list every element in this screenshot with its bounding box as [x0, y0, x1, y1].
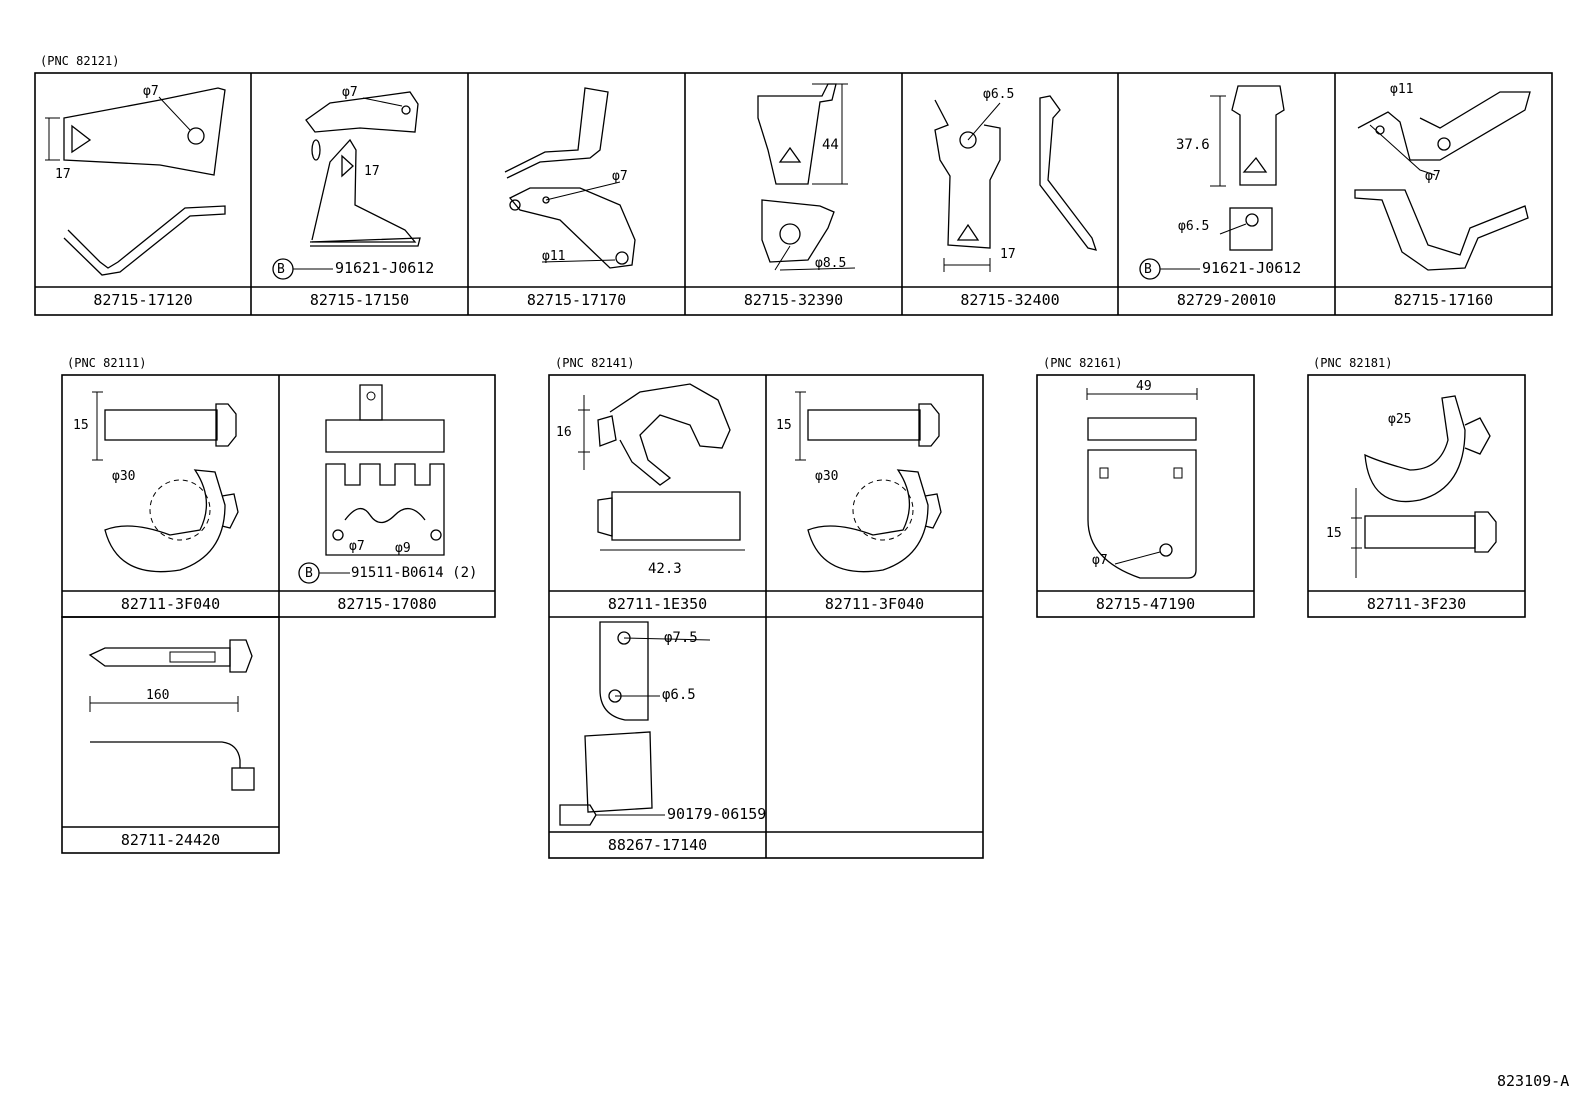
dimension-label: 16	[556, 425, 572, 440]
dimension-label: 15	[73, 418, 89, 433]
pnc-label-82121: (PNC 82121)	[40, 54, 120, 68]
drawing-82715-17080	[298, 384, 445, 584]
drawing-82729-20010	[1139, 85, 1285, 280]
pnc-label-82111: (PNC 82111)	[67, 356, 147, 370]
part-number: 82711-3F040	[120, 595, 221, 613]
part-number: 82711-24420	[120, 831, 221, 849]
drawing-82715-17150	[272, 91, 421, 280]
part-number: 82715-17120	[93, 291, 193, 309]
callout-part-number: 91511-B0614 (2)	[351, 565, 478, 581]
pnc-label-82161: (PNC 82161)	[1043, 356, 1123, 370]
part-number: 82715-47190	[1095, 595, 1196, 613]
drawing-82711-24420	[88, 639, 255, 791]
dimension-label: 15	[776, 418, 792, 433]
dimension-label: 160	[146, 688, 170, 703]
dimension-label: φ6.5	[662, 687, 696, 703]
pnc-label-82181: (PNC 82181)	[1313, 356, 1393, 370]
dimension-label: φ11	[542, 249, 566, 264]
drawing-88267-17140	[559, 621, 711, 826]
part-number: 82729-20010	[1176, 291, 1277, 309]
drawing-82711-3F040-b	[795, 391, 942, 573]
dimension-label: φ11	[1390, 82, 1414, 97]
pnc-label-82141: (PNC 82141)	[555, 356, 635, 370]
dimension-label: φ7	[143, 84, 159, 99]
callout-letter: B	[277, 262, 285, 277]
dimension-label: 37.6	[1176, 137, 1210, 153]
dimension-label: φ7	[342, 85, 358, 100]
dimension-label: φ7	[349, 539, 365, 554]
callout-part-number: 91621-J0612	[335, 259, 435, 277]
part-number: 82715-17150	[309, 291, 410, 309]
drawing-82715-17170	[504, 87, 636, 269]
dimension-label: φ6.5	[1178, 219, 1210, 234]
dimension-label: φ7	[1425, 169, 1441, 184]
part-number: 82715-17160	[1393, 291, 1494, 309]
dimension-label: 17	[55, 167, 71, 182]
part-number: 82711-1E350	[607, 595, 708, 613]
grid-82121	[34, 72, 1553, 316]
dimension-label: φ7.5	[664, 630, 698, 646]
dimension-label: φ25	[1388, 412, 1412, 427]
sheet-id: 823109-A	[1497, 1072, 1570, 1090]
callout-letter: B	[305, 566, 313, 581]
part-number: 82715-17080	[337, 595, 437, 613]
dimension-label: 17	[364, 164, 380, 179]
drawing-82715-47190	[1086, 388, 1198, 579]
grid-82181	[1307, 374, 1526, 618]
dimension-label: φ8.5	[815, 256, 847, 271]
dimension-label: φ7	[1092, 553, 1108, 568]
grid-82161	[1036, 374, 1255, 618]
grid-82111	[61, 374, 496, 854]
drawing-82711-1E350	[578, 383, 745, 551]
dimension-label: 15	[1326, 526, 1342, 541]
drawing-82711-3F230	[1351, 395, 1497, 578]
dimension-label: φ9	[395, 541, 411, 556]
drawing-82715-17160	[1354, 91, 1531, 271]
dimension-label: φ30	[815, 469, 839, 484]
callout-part-number: 91621-J0612	[1202, 259, 1302, 277]
part-number: 82715-32400	[960, 291, 1060, 309]
dimension-label: φ7	[612, 169, 628, 184]
drawing-82715-17120	[45, 87, 226, 276]
part-number: 88267-17140	[607, 836, 708, 854]
grid-82141	[548, 374, 984, 859]
callout-part-number: 90179-06159	[667, 805, 767, 823]
callout-letter: B	[1144, 262, 1152, 277]
dimension-label: 49	[1136, 379, 1152, 394]
part-number: 82711-3F230	[1366, 595, 1467, 613]
dimension-label: 42.3	[648, 561, 682, 577]
drawing-82715-32390	[757, 83, 856, 271]
drawing-82715-32400	[934, 95, 1097, 272]
dimension-label: 17	[1000, 247, 1016, 262]
dimension-label: φ30	[112, 469, 136, 484]
part-number: 82711-3F040	[824, 595, 925, 613]
dimension-label: 44	[822, 137, 839, 153]
drawing-82711-3F040-a	[92, 391, 239, 573]
dimension-label: φ6.5	[983, 87, 1015, 102]
part-number: 82715-32390	[743, 291, 844, 309]
part-number: 82715-17170	[526, 291, 627, 309]
